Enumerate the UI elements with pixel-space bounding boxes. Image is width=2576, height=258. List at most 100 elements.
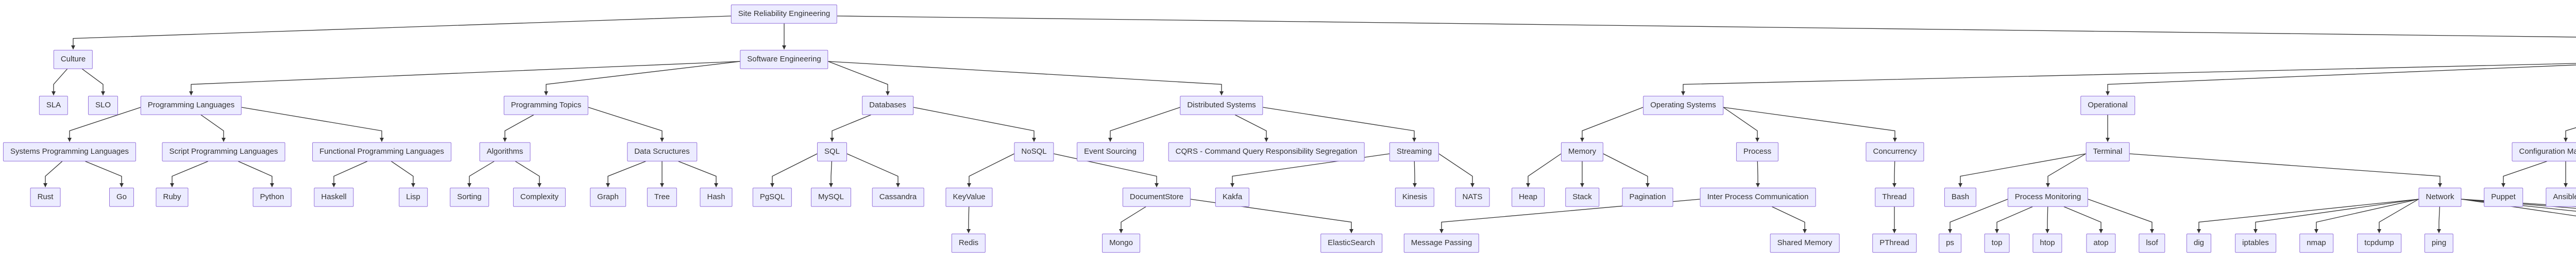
edge-software-engineering-to-programming-languages bbox=[189, 61, 740, 95]
edge-programming-languages-to-functional-programming-languages bbox=[241, 107, 384, 142]
edge-network-to-airmon bbox=[2461, 199, 2576, 209]
node-process: Process bbox=[1736, 142, 1779, 162]
edge-network-to-tcpdump bbox=[2377, 199, 2419, 233]
node-dig: dig bbox=[2186, 233, 2212, 253]
node-pthread: PThread bbox=[1872, 233, 1917, 253]
edge-operating-systems-to-memory bbox=[1580, 107, 1643, 142]
node-slo: SLO bbox=[88, 95, 118, 115]
edge-operating-systems-to-process bbox=[1723, 107, 1759, 142]
node-pagination: Pagination bbox=[1622, 187, 1673, 207]
node-distributed-systems: Distributed Systems bbox=[1180, 95, 1263, 115]
node-operating-systems: Operating Systems bbox=[1643, 95, 1723, 115]
node-redis: Redis bbox=[951, 233, 986, 253]
edge-databases-to-nosql bbox=[913, 107, 1036, 142]
node-sla: SLA bbox=[39, 95, 69, 115]
edge-software-engineering-to-programming-topics bbox=[544, 61, 740, 95]
edge-network-to-iptables bbox=[2253, 199, 2419, 233]
node-site-reliability-engineering: Site Reliability Engineering bbox=[731, 4, 838, 24]
edge-script-programming-languages-to-ruby bbox=[170, 160, 209, 187]
node-message-passing: Message Passing bbox=[1403, 233, 1480, 253]
edge-sql-to-mysql bbox=[829, 161, 833, 187]
node-databases: Databases bbox=[862, 95, 913, 115]
edge-operations-to-operating-systems bbox=[1681, 63, 2576, 95]
edge-operating-systems-to-concurrency bbox=[1723, 107, 1897, 142]
node-htop: htop bbox=[2032, 233, 2062, 253]
node-script-programming-languages: Script Programming Languages bbox=[162, 142, 285, 162]
edge-network-to-dig bbox=[2197, 199, 2419, 233]
edge-software-engineering-to-databases bbox=[828, 61, 890, 95]
edge-documentstore-to-elasticsearch bbox=[1190, 199, 1353, 233]
node-nmap: nmap bbox=[2299, 233, 2333, 253]
edge-streaming-to-nats bbox=[1438, 153, 1475, 187]
edge-streaming-to-kakfa bbox=[1230, 153, 1390, 187]
node-memory: Memory bbox=[1561, 142, 1604, 162]
node-cqrs-command-query-responsibility-segregation: CQRS - Command Query Responsibility Segr… bbox=[1168, 142, 1365, 162]
node-kakfa: Kakfa bbox=[1215, 187, 1250, 207]
edge-terminal-to-network bbox=[2129, 153, 2442, 187]
edge-distributed-systems-to-cqrs-command-query-responsibility-segregation bbox=[1234, 114, 1268, 142]
edge-concurrency-to-thread bbox=[1892, 161, 1896, 187]
node-elasticsearch: ElasticSearch bbox=[1320, 233, 1382, 253]
node-mongo: Mongo bbox=[1102, 233, 1140, 253]
node-streaming: Streaming bbox=[1389, 142, 1439, 162]
edge-culture-to-slo bbox=[82, 68, 105, 95]
node-data-scructures: Data Scructures bbox=[627, 142, 697, 162]
node-mysql: MySQL bbox=[810, 187, 852, 207]
node-atop: atop bbox=[2086, 233, 2116, 253]
node-programming-languages: Programming Languages bbox=[140, 95, 242, 115]
node-operational: Operational bbox=[2080, 95, 2135, 115]
node-top: top bbox=[1984, 233, 2010, 253]
edge-systems-programming-languages-to-go bbox=[85, 160, 124, 187]
node-programming-topics: Programming Topics bbox=[503, 95, 589, 115]
edge-distributed-systems-to-streaming bbox=[1263, 107, 1416, 142]
edge-databases-to-sql bbox=[830, 114, 871, 142]
node-configuration-management: Configuration Management bbox=[2512, 142, 2576, 162]
node-puppet: Puppet bbox=[2484, 187, 2523, 207]
node-bash: Bash bbox=[1944, 187, 1977, 207]
edge-algorithms-to-complexity bbox=[515, 160, 541, 187]
edge-network-to-traceroute bbox=[2461, 199, 2576, 212]
node-stack: Stack bbox=[1565, 187, 1599, 207]
node-sorting: Sorting bbox=[450, 187, 489, 207]
node-algorithms: Algorithms bbox=[479, 142, 531, 162]
edge-functional-programming-languages-to-lisp bbox=[391, 160, 415, 187]
edge-algorithms-to-sorting bbox=[467, 160, 495, 187]
node-nosql: NoSQL bbox=[1014, 142, 1054, 162]
edge-programming-languages-to-systems-programming-languages bbox=[67, 107, 141, 142]
edge-software-engineering-to-distributed-systems bbox=[828, 61, 1224, 95]
edge-data-scructures-to-graph bbox=[606, 160, 646, 187]
node-ps: ps bbox=[1939, 233, 1961, 253]
edge-nosql-to-documentstore bbox=[1054, 153, 1159, 187]
node-hash: Hash bbox=[700, 187, 733, 207]
node-systems-programming-languages: Systems Programming Languages bbox=[3, 142, 137, 162]
edge-memory-to-pagination bbox=[1603, 153, 1650, 187]
edge-nosql-to-keyvalue bbox=[967, 153, 1014, 187]
node-shared-memory: Shared Memory bbox=[1770, 233, 1840, 253]
edge-network-to-mtr bbox=[2461, 199, 2576, 217]
edge-terminal-to-bash bbox=[1958, 153, 2086, 187]
edge-process-monitoring-to-lsof bbox=[2088, 199, 2154, 233]
node-haskell: Haskell bbox=[314, 187, 354, 207]
node-ansible: Ansible bbox=[2546, 187, 2576, 207]
edge-site-reliability-engineering-to-operations bbox=[837, 15, 2576, 38]
edge-inter-process-communication-to-message-passing bbox=[1439, 199, 1700, 233]
node-keyvalue: KeyValue bbox=[945, 187, 993, 207]
node-software-engineering: Software Engineering bbox=[740, 50, 828, 69]
edge-infrastructure-as-code-to-configuration-management bbox=[2564, 127, 2576, 142]
node-event-sourcing: Event Sourcing bbox=[1077, 142, 1144, 162]
edge-operations-to-operational bbox=[2106, 64, 2576, 95]
edge-data-scructures-to-hash bbox=[678, 160, 718, 187]
edge-systems-programming-languages-to-rust bbox=[43, 161, 63, 187]
node-sql: SQL bbox=[817, 142, 848, 162]
node-heap: Heap bbox=[1512, 187, 1545, 207]
edge-process-monitoring-to-htop bbox=[2045, 206, 2049, 233]
node-culture: Culture bbox=[53, 50, 93, 69]
node-ping: ping bbox=[2424, 233, 2454, 253]
node-lisp: Lisp bbox=[399, 187, 428, 207]
node-pgsql: PgSQL bbox=[752, 187, 792, 207]
edge-distributed-systems-to-event-sourcing bbox=[1108, 107, 1180, 142]
node-process-monitoring: Process Monitoring bbox=[2007, 187, 2089, 207]
node-tcpdump: tcpdump bbox=[2357, 233, 2401, 253]
node-thread: Thread bbox=[1875, 187, 1914, 207]
